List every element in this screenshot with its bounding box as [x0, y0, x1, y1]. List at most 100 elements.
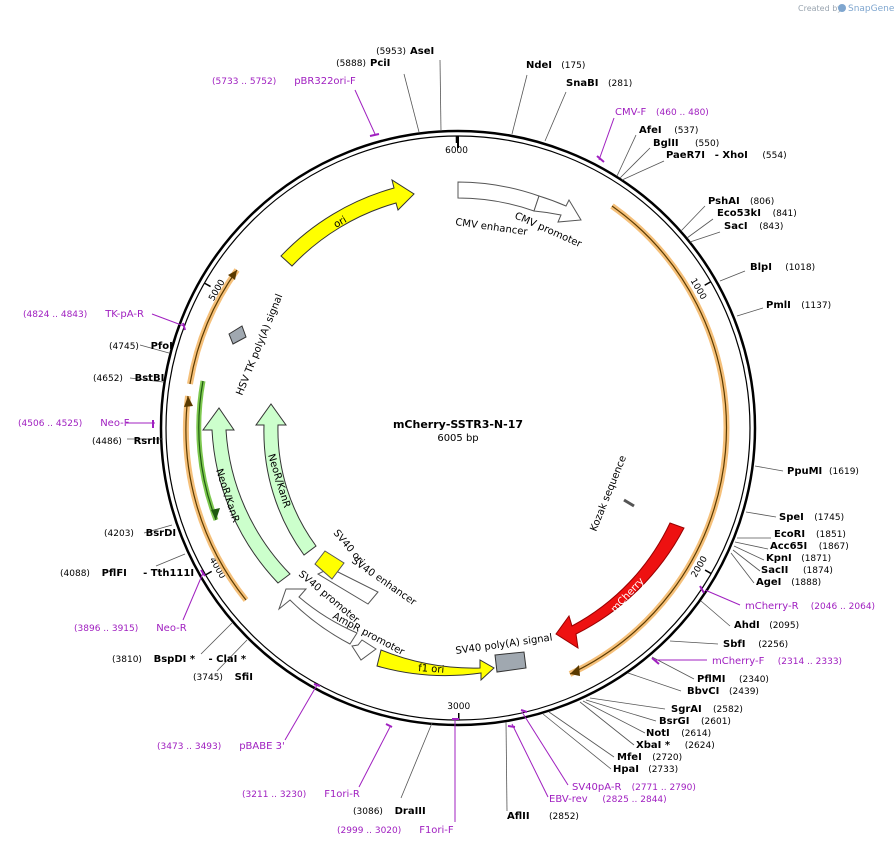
site-name: PflMI	[697, 674, 725, 685]
orf-arc-sstr3-arrow	[570, 665, 580, 676]
site-label-noti: NotI(2614)	[646, 728, 711, 739]
site-name: SacI	[724, 221, 748, 232]
primer-name: Neo-R	[156, 623, 187, 634]
primer-range: (2999 .. 3020)	[337, 826, 401, 836]
site-label-kpni: KpnI(1871)	[766, 553, 831, 564]
primer-name: mCherry-R	[745, 601, 799, 612]
site-label-sgrai: SgrAI(2582)	[671, 704, 743, 715]
primer-name: pBR322ori-F	[294, 76, 356, 87]
site-name: AseI	[410, 46, 434, 57]
site-label-sacii: SacII(1874)	[761, 565, 833, 576]
primer-range: (4824 .. 4843)	[23, 310, 87, 320]
primer-name: Neo-F	[100, 418, 130, 429]
primer-label-cmvf: CMV-F(460 .. 480)	[615, 107, 709, 118]
site-label-bsrgi: BsrGI(2601)	[659, 716, 731, 727]
orf-arc-neo-inner	[196, 380, 219, 521]
site-label-ahdi: AhdI(2095)	[734, 620, 799, 631]
orf-arc-sstr3	[568, 203, 730, 677]
site-name: AhdI	[734, 620, 760, 631]
primer-label-mcherryf: mCherry-F(2314 .. 2333)	[712, 656, 842, 667]
site-name: PaeR7I	[666, 150, 705, 161]
site-pos: (4203)	[104, 529, 134, 539]
primer-label-tkpar: (4824 .. 4843) TK-pA-R	[23, 309, 144, 320]
cmv-promoter-feature	[533, 195, 582, 223]
tick-mark	[205, 570, 213, 576]
f1-ori-label: f1 ori	[418, 663, 445, 676]
ampr-promoter-feature	[351, 639, 377, 661]
primer-name: EBV-rev	[549, 794, 588, 805]
site-label-sbfi: SbfI(2256)	[723, 639, 788, 650]
site-name: DraIII	[395, 806, 426, 817]
orf-arc-sstr3-line	[569, 205, 728, 675]
tick-mark	[204, 282, 211, 288]
primer-label-mcherryr: mCherry-R(2046 .. 2064)	[745, 601, 875, 612]
site-label-snabi: SnaBI(281)	[566, 78, 632, 89]
tick-mark	[704, 569, 712, 575]
site-name: Eco53kI	[717, 208, 761, 219]
site-pos: (5888)	[336, 59, 366, 69]
primer-label-f1orir: (3211 .. 3230)F1ori-R	[242, 789, 360, 800]
sv40-ori-feature	[314, 550, 345, 580]
site-name: BlpI	[750, 262, 772, 273]
site-label-rsrii: (4486) RsrII	[92, 436, 160, 447]
site-label-pcii: PciI(5888)	[336, 58, 390, 69]
site-label-xbai: XbaI * (2624)	[636, 740, 715, 751]
primer-name: F1ori-F	[419, 825, 454, 836]
credit-brand: SnapGene	[848, 4, 895, 14]
site-label-mfei: MfeI(2720)	[617, 752, 682, 763]
site-name: SpeI	[779, 512, 804, 523]
site-leaders	[127, 59, 784, 812]
site-pos: (2624)	[685, 741, 715, 751]
site-pos: (1745)	[814, 513, 844, 523]
site-label-sfii: (3745)SfiI	[193, 672, 253, 683]
site-label-bbvci: BbvCI(2439)	[687, 686, 759, 697]
site-name: RsrII	[134, 436, 160, 447]
primer-leaders	[126, 89, 741, 822]
site-name: XbaI *	[636, 740, 671, 751]
site-name: HpaI	[613, 764, 639, 775]
site-pos: (2720)	[652, 753, 682, 763]
site-label-spei: SpeI (1745)	[779, 512, 844, 523]
site-name: BglII	[653, 138, 679, 149]
primer-range: (2825 .. 2844)	[602, 795, 666, 805]
site-name: NotI	[646, 728, 670, 739]
site-label-pfoi: (4745)PfoI	[109, 341, 173, 352]
site-label-asei: AseI (5953)	[376, 46, 434, 57]
site-labels: AseI(5953)PciI(5888)NdeI(175)SnaBI(281)A…	[60, 46, 859, 822]
primer-name: F1ori-R	[324, 789, 360, 800]
site-pos: (4088)	[60, 569, 90, 579]
site-name: BsrDI	[146, 528, 177, 539]
primer-name: CMV-F	[615, 107, 646, 118]
site-label-pflfi: (4088)PflFI- Tth111I	[60, 568, 194, 579]
orf-arc-tk-arrow	[228, 270, 237, 280]
site-pos: (5953)	[376, 47, 406, 57]
site-label-bglii: BglII(550)	[653, 138, 719, 149]
site-pos: (1871)	[801, 554, 831, 564]
site-pos: (2733)	[648, 765, 678, 775]
site-name: PflFI	[102, 568, 127, 579]
site-name: AfeI	[639, 125, 662, 136]
site-pos: (4486)	[92, 437, 122, 447]
primer-label-neof: (4506 .. 4525)Neo-F	[18, 418, 130, 429]
primer-name: SV40pA-R	[572, 782, 621, 793]
hsv-tk-label: HSV TK poly(A) signal	[235, 293, 286, 398]
snapgene-logo-icon	[838, 4, 846, 12]
primer-label-sv40par: SV40pA-R (2771 .. 2790)	[572, 782, 696, 793]
site-extra: - ClaI *	[209, 654, 247, 665]
kozak-marker	[623, 498, 635, 508]
site-pos: (3745)	[193, 673, 223, 683]
mcherry-label: mCherry	[609, 576, 647, 615]
site-name: PshAI	[708, 196, 740, 207]
sv40-polya-label: SV40 poly(A) signal	[455, 632, 553, 656]
primer-range: (2771 .. 2790)	[632, 783, 696, 793]
plasmid-name: mCherry-SSTR3-N-17	[393, 418, 523, 431]
orf-arc-neo-outer-line	[185, 395, 247, 601]
primer-name: TK-pA-R	[104, 309, 144, 320]
credit-prefix: Created by	[798, 4, 842, 13]
site-pos: (841)	[773, 209, 797, 219]
site-name: BsrGI	[659, 716, 689, 727]
site-label-pshai: PshAI(806)	[708, 196, 774, 207]
primer-label-pbabe3: (3473 .. 3493)pBABE 3'	[157, 741, 285, 752]
site-name: AflII	[507, 811, 530, 822]
site-pos: (281)	[608, 79, 632, 89]
